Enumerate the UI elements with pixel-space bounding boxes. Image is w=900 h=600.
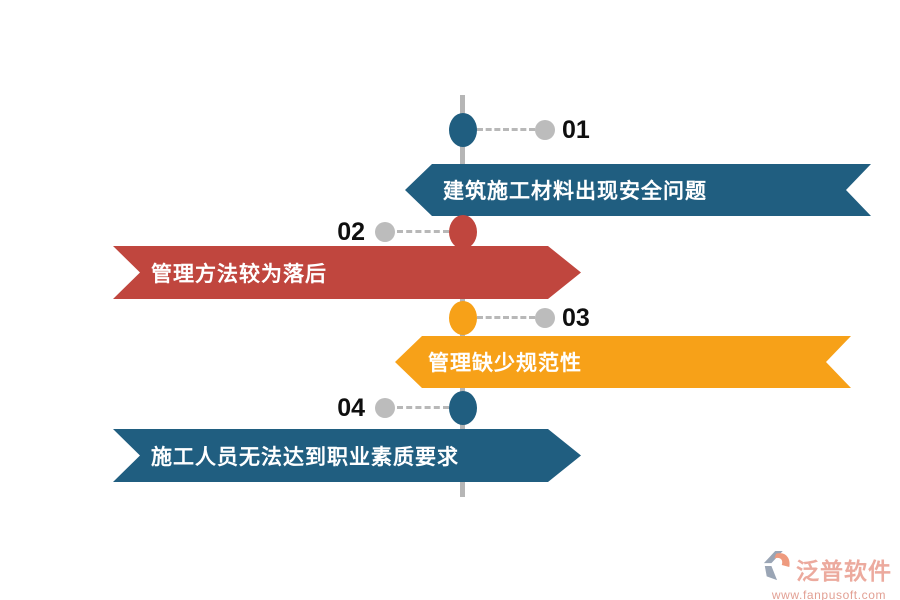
brand-logo-icon (762, 548, 794, 589)
node-dot-01 (449, 113, 477, 147)
banner-label-02: 管理方法较为落后 (151, 262, 327, 286)
brand-logo-row: 泛普软件 (762, 548, 896, 589)
banner-02: 管理方法较为落后 (113, 246, 581, 299)
brand-url: www.fanpusoft.com (771, 588, 887, 600)
brand-logo: 泛普软件 www.fanpusoft.com (762, 548, 896, 600)
node-dot-03 (449, 301, 477, 335)
banner-label-04: 施工人员无法达到职业素质要求 (151, 445, 459, 469)
step-number-02: 02 (337, 218, 365, 246)
connector-03 (477, 316, 535, 319)
marker-dot-01 (535, 120, 555, 140)
marker-dot-03 (535, 308, 555, 328)
marker-dot-02 (375, 222, 395, 242)
connector-02 (397, 230, 449, 233)
banner-03: 管理缺少规范性 (395, 336, 851, 388)
banner-label-01: 建筑施工材料出现安全问题 (443, 180, 707, 203)
node-dot-02 (449, 215, 477, 249)
connector-04 (397, 406, 449, 409)
connector-01 (477, 128, 535, 131)
brand-name: 泛普软件 (796, 557, 892, 584)
banner-label-03: 管理缺少规范性 (428, 352, 582, 375)
step-number-04: 04 (337, 394, 365, 422)
step-number-03: 03 (562, 304, 590, 332)
node-dot-04 (449, 391, 477, 425)
banner-01: 建筑施工材料出现安全问题 (405, 164, 871, 216)
banner-04: 施工人员无法达到职业素质要求 (113, 429, 581, 482)
marker-dot-04 (375, 398, 395, 418)
step-number-01: 01 (562, 116, 590, 144)
